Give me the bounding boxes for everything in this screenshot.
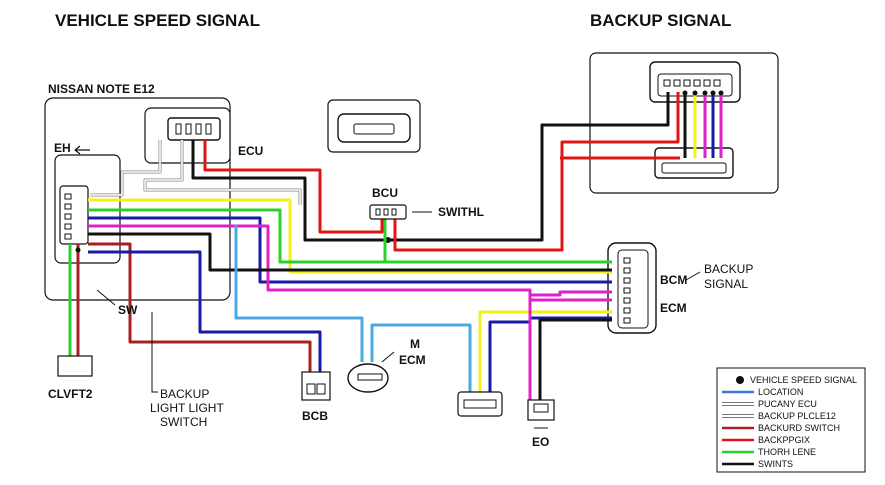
legend: VEHICLE SPEED SIGNAL LOCATION PUCANY ECU B… bbox=[716, 367, 866, 473]
bcb-connector: BCB bbox=[301, 371, 331, 423]
center-connector bbox=[327, 99, 421, 153]
eh-arrow-icon bbox=[74, 145, 90, 155]
eo-label: EO bbox=[532, 435, 549, 449]
legend-item-label: THORH LENE bbox=[758, 447, 816, 457]
legend-item-label: LOCATION bbox=[758, 387, 803, 397]
small-connector-left bbox=[457, 391, 503, 417]
bcb-label: BCB bbox=[302, 409, 328, 423]
bcu-label: BCU bbox=[372, 186, 398, 200]
legend-item-label: SWINTS bbox=[758, 459, 793, 469]
motor-ecm-label: ECM bbox=[399, 353, 426, 367]
backup-switch-label-1: BACKUP bbox=[160, 387, 209, 401]
title-backup-signal: BACKUP SIGNAL bbox=[590, 11, 731, 30]
backup-switch-label-2: LIGHT LIGHT bbox=[150, 401, 224, 415]
wire-harness bbox=[68, 92, 680, 400]
backup-switch-label-3: SWITCH bbox=[160, 415, 207, 429]
legend-item-label: PUCANY ECU bbox=[758, 399, 817, 409]
backup-signal-box bbox=[589, 52, 779, 194]
eh-label: EH bbox=[54, 141, 71, 155]
ecu-label: ECU bbox=[238, 144, 263, 158]
bcm-label: BCM bbox=[660, 273, 687, 287]
motor-m-label: M bbox=[410, 337, 420, 351]
title-vehicle-speed-signal: VEHICLE SPEED SIGNAL bbox=[55, 11, 260, 30]
ecm-label-right: ECM bbox=[660, 301, 687, 315]
swithl-label: SWITHL bbox=[438, 205, 484, 219]
backup-signal-label-1: BACKUP bbox=[704, 262, 753, 276]
legend-item-label: BACKUP PLCLE12 bbox=[758, 411, 836, 421]
eo-connector: EO bbox=[527, 399, 555, 449]
backup-light-switch-label: BACKUP LIGHT LIGHT SWITCH bbox=[150, 312, 224, 429]
ecu-connector: ECU bbox=[144, 107, 263, 164]
bcm-connector: BCM BACKUP SIGNAL ECM bbox=[607, 242, 753, 334]
sw-label: SW bbox=[118, 303, 138, 317]
clvft2-label: CLVFT2 bbox=[48, 387, 93, 401]
clvft2-connector: CLVFT2 bbox=[48, 355, 93, 401]
legend-title: VEHICLE SPEED SIGNAL bbox=[750, 375, 857, 385]
vehicle-label: NISSAN NOTE E12 bbox=[48, 82, 155, 96]
backup-box-wires bbox=[682, 90, 724, 158]
backup-signal-label-2: SIGNAL bbox=[704, 277, 748, 291]
eh-box: EH bbox=[54, 141, 121, 264]
legend-item-label: BACKURD SWITCH bbox=[758, 423, 840, 433]
legend-item-label: BACKPPGIX bbox=[758, 435, 810, 445]
bcu-connector: BCU SWITHL bbox=[369, 186, 484, 220]
sw-pointer bbox=[96, 289, 116, 306]
motor-ecm: M ECM bbox=[347, 337, 426, 393]
